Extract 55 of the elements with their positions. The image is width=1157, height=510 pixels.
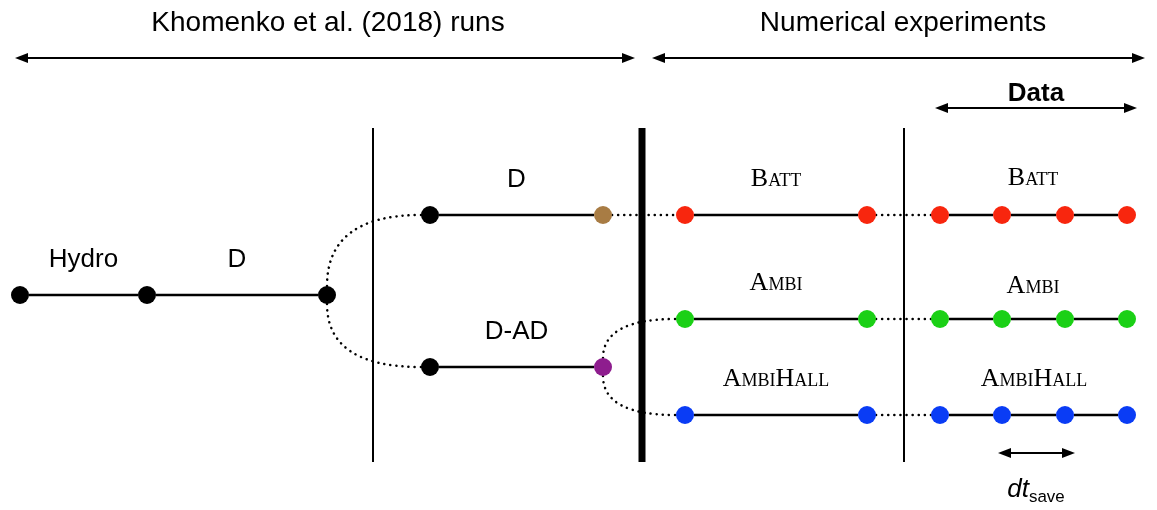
- dot-marker: [594, 358, 612, 376]
- dot-marker: [318, 286, 336, 304]
- dot-marker: [1118, 206, 1136, 224]
- timeline-segment: [29, 293, 138, 297]
- dot-marker: [676, 406, 694, 424]
- dot-marker: [858, 406, 876, 424]
- series-label: AmbiHall: [980, 363, 1088, 393]
- dot-marker: [421, 206, 439, 224]
- dot-marker: [931, 310, 949, 328]
- dot-marker: [993, 310, 1011, 328]
- dotted-connector: [874, 413, 933, 417]
- dotted-connector: [874, 213, 933, 217]
- timeline-segment: [1074, 413, 1118, 417]
- dotted-connector: [601, 317, 678, 360]
- timeline-segment: [439, 213, 594, 217]
- section-heading: Khomenko et al. (2018) runs: [151, 6, 505, 38]
- timeline-segment: [949, 317, 993, 321]
- timeline-segment: [1074, 213, 1118, 217]
- dot-marker: [931, 206, 949, 224]
- dotted-connector: [325, 302, 423, 369]
- dot-marker: [993, 206, 1011, 224]
- timeline-segment: [694, 317, 858, 321]
- dot-marker: [676, 310, 694, 328]
- dot-marker: [676, 206, 694, 224]
- dot-marker: [138, 286, 156, 304]
- dotted-connector: [325, 213, 423, 288]
- dot-marker: [421, 358, 439, 376]
- section-heading: Numerical experiments: [759, 6, 1047, 38]
- dot-marker: [1118, 406, 1136, 424]
- dot-marker: [858, 310, 876, 328]
- dot-marker: [1118, 310, 1136, 328]
- dot-marker: [11, 286, 29, 304]
- series-label: Batt: [1007, 162, 1059, 192]
- dotted-connector: [601, 374, 678, 417]
- dot-marker: [1056, 310, 1074, 328]
- dot-marker: [993, 406, 1011, 424]
- timeline-segment: [694, 213, 858, 217]
- timeline-segment: [1011, 317, 1056, 321]
- timeline-segment: [1011, 213, 1056, 217]
- timeline-segment: [949, 413, 993, 417]
- timeline-segment: [156, 293, 318, 297]
- series-label: dt$_{save}$: [1007, 472, 1065, 508]
- series-label: Ambi: [1006, 270, 1060, 300]
- dot-marker: [931, 406, 949, 424]
- dot-marker: [858, 206, 876, 224]
- section-heading: Data: [1007, 76, 1065, 108]
- timeline-segment: [694, 413, 858, 417]
- dotted-connector: [874, 317, 933, 321]
- timeline-segment: [1011, 413, 1056, 417]
- timeline-segment: [439, 365, 594, 369]
- timeline-segment: [949, 213, 993, 217]
- dot-marker: [1056, 406, 1074, 424]
- dot-marker: [594, 206, 612, 224]
- timeline-segment: [1074, 317, 1118, 321]
- dot-marker: [1056, 206, 1074, 224]
